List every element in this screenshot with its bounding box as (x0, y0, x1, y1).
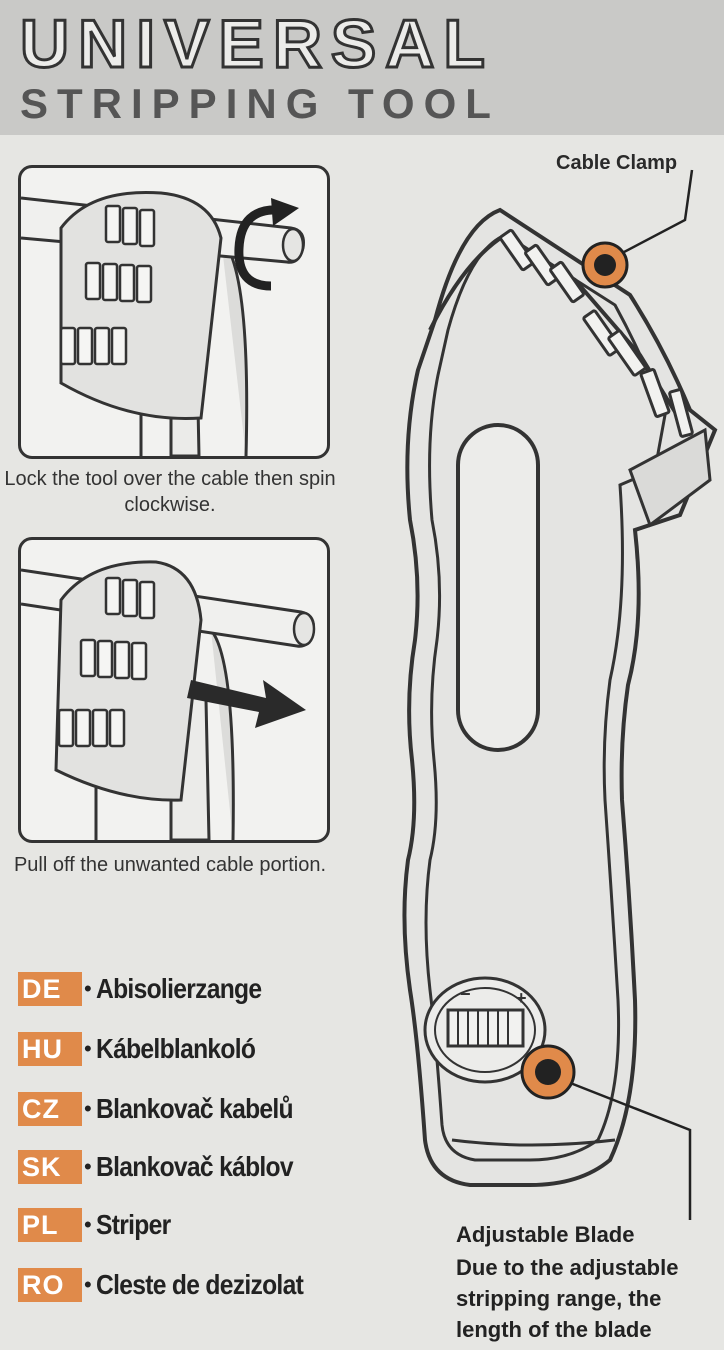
lang-row-cz: CZ•Blankovač kabelů (18, 1090, 319, 1128)
lang-row-pl: PL•Striper (18, 1206, 180, 1244)
arrow-right-icon (187, 680, 306, 728)
dial-plus: + (516, 988, 527, 1008)
title-line-2: STRIPPING TOOL (20, 80, 500, 127)
cable-clamp-marker (581, 241, 629, 289)
lang-code: HU (18, 1032, 82, 1066)
lang-row-sk: SK•Blankovač káblov (18, 1148, 319, 1186)
lang-code: PL (18, 1208, 82, 1242)
lang-name: Blankovač káblov (95, 1151, 294, 1182)
bullet: • (84, 1212, 92, 1237)
step-1-illustration (18, 165, 330, 459)
cable-clamp-label: Cable Clamp (556, 152, 678, 174)
lang-code: CZ (18, 1092, 82, 1126)
lang-row-de: DE•Abisolierzange (18, 970, 284, 1008)
bullet: • (84, 1272, 92, 1297)
lang-row-ro: RO•Cleste de dezizolat (18, 1266, 331, 1304)
title-line-1: UNIVERSAL (19, 6, 494, 82)
adjustable-blade-title: Adjustable Blade (456, 1222, 635, 1247)
lang-code: DE (18, 972, 82, 1006)
lang-row-hu: HU•Kábelblankoló (18, 1030, 277, 1068)
bullet: • (84, 976, 92, 1001)
lang-code: RO (18, 1268, 82, 1302)
adjustable-blade-description: Due to the adjustable stripping range, t… (456, 1255, 679, 1342)
bullet: • (84, 1154, 92, 1179)
step-1-caption: Lock the tool over the cable then spin c… (4, 468, 336, 516)
lang-name: Abisolierzange (95, 973, 262, 1004)
lang-code: SK (18, 1150, 82, 1184)
lang-name: Striper (95, 1209, 171, 1240)
lang-name: Blankovač kabelů (95, 1093, 294, 1124)
adjustable-blade-marker (520, 1044, 576, 1100)
step-2-illustration (18, 537, 330, 843)
dial-minus: − (460, 984, 471, 1004)
rotate-clockwise-icon (234, 198, 299, 291)
header-band: UNIVERSAL STRIPPING TOOL (0, 0, 724, 135)
bullet: • (84, 1096, 92, 1121)
step-2-caption: Pull off the unwanted cable portion. (13, 854, 327, 876)
lang-name: Cleste de dezizolat (95, 1269, 304, 1300)
bullet: • (84, 1036, 92, 1061)
lang-name: Kábelblankoló (95, 1033, 256, 1064)
stripping-tool-illustration: − + (402, 169, 718, 1220)
